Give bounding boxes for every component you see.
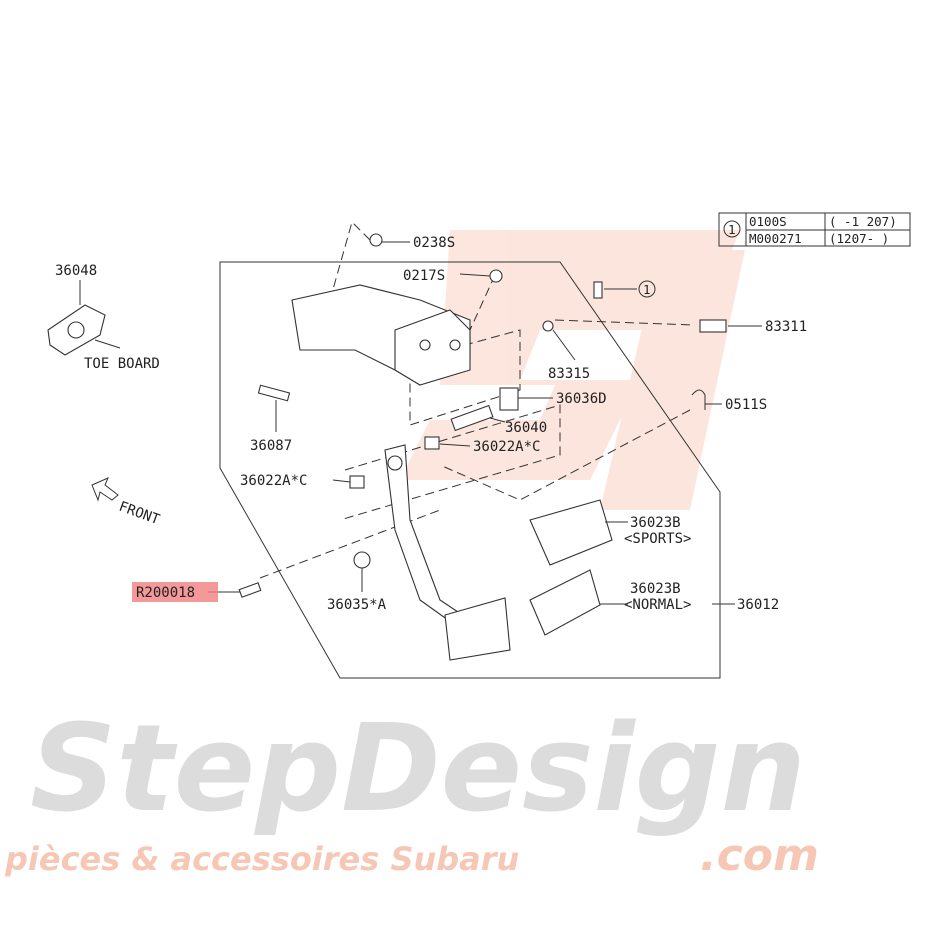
label-sports: <SPORTS>	[624, 531, 691, 547]
label-36036D: 36036D	[556, 391, 607, 407]
pedal-bracket	[291, 284, 471, 386]
watermark-domain: .com	[700, 830, 819, 881]
label-36040: 36040	[505, 420, 547, 436]
table-part-2: M000271	[749, 231, 802, 246]
watermark-logo	[400, 230, 745, 510]
front-arrow-icon	[91, 477, 119, 502]
table-range-1: ( -1 207)	[829, 214, 897, 229]
assembly-boundary	[219, 261, 721, 679]
label-36048: 36048	[55, 263, 97, 279]
label-36012: 36012	[737, 597, 779, 613]
pedal-pad-sports	[529, 499, 613, 566]
label-ref-1: 1	[643, 282, 651, 297]
label-R200018-highlighted[interactable]: R200018	[136, 585, 195, 601]
watermark-tagline: pièces & accessoires Subaru	[4, 840, 519, 878]
clutch-pedal-arm	[384, 444, 511, 661]
label-36087: 36087	[250, 438, 292, 454]
label-36023B-sports: 36023B	[630, 515, 681, 531]
label-0238S: 0238S	[413, 235, 455, 251]
table-part-1: 0100S	[749, 214, 787, 229]
reference-table: 1 0100S ( -1 207) M000271 (1207- )	[718, 212, 911, 247]
label-0217S: 0217S	[403, 268, 445, 284]
watermark-brand: StepDesign	[30, 700, 806, 839]
ref-circle	[638, 280, 656, 298]
label-36022A-C-right: 36022A*C	[473, 439, 540, 455]
label-normal: <NORMAL>	[624, 597, 691, 613]
label-toe-board: TOE BOARD	[84, 356, 160, 372]
label-36022A-C-left: 36022A*C	[240, 473, 307, 489]
label-83311: 83311	[765, 319, 807, 335]
watermark-text: StepDesign .com pièces & accessoires Sub…	[4, 700, 819, 881]
table-ref-number: 1	[728, 222, 736, 237]
label-83315: 83315	[548, 366, 590, 382]
table-range-2: (1207- )	[829, 231, 889, 246]
highlight-box	[132, 582, 218, 602]
label-front: FRONT	[117, 499, 163, 529]
pedal-pad-normal	[529, 569, 601, 636]
label-36023B-normal: 36023B	[630, 581, 681, 597]
toe-board-plate	[47, 304, 106, 356]
label-36035A: 36035*A	[327, 597, 387, 613]
small-parts	[238, 233, 727, 598]
label-0511S: 0511S	[725, 397, 767, 413]
